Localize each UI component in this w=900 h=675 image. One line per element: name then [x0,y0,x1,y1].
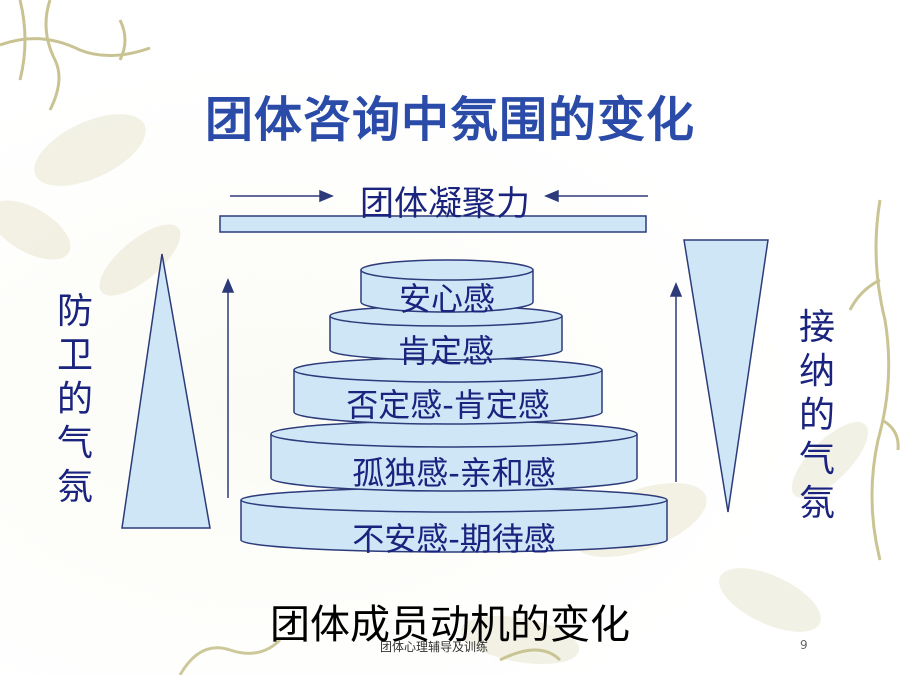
tier-label-security: 安心感 [398,280,495,318]
right-label-char: 接 [798,307,835,348]
tier-cylinder-4 [270,420,638,492]
right-up-arrow [669,282,683,482]
vine-decoration-right [848,199,900,561]
footer-text: 团体心理辅导及训练 [380,640,489,654]
left-label-char: 气 [56,423,93,464]
bottom-caption: 团体成员动机的变化 [270,602,630,648]
page-number: 9 [800,638,808,652]
vine-decoration-top-left [0,0,151,111]
left-label-char: 防 [56,291,93,332]
right-label-char: 氛 [798,483,835,524]
right-label-char: 气 [798,439,835,480]
tier-cylinder-5 [240,487,668,553]
cohesion-arrow-left [230,189,334,203]
vine-decoration-bottom [178,638,562,675]
tier-label-affirmation: 肯定感 [397,332,494,370]
left-label-char: 卫 [56,335,93,376]
right-label-char: 纳 [798,351,835,392]
tier-label-negation-affirmation: 否定感-肯定感 [346,386,550,424]
tier-label-loneliness-affinity: 孤独感-亲和感 [352,454,556,492]
left-label-char: 氛 [56,467,93,508]
acceptance-triangle [683,239,769,513]
tier-cylinder-3 [293,357,603,425]
left-side-label: 防 卫 的 气 氛 [50,290,100,510]
right-side-label: 接 纳 的 气 氛 [792,306,842,526]
tier-cylinder-1 [360,259,534,313]
left-up-arrow [221,278,235,498]
cohesion-arrow-right [544,189,648,203]
right-label-char: 的 [798,395,835,436]
cohesion-label: 团体凝聚力 [360,184,530,224]
tier-label-anxiety-expectation: 不安感-期待感 [352,520,556,558]
defensive-triangle [121,253,211,529]
left-label-char: 的 [56,379,93,420]
leaf-decoration [0,114,869,665]
tier-cylinder-2 [329,305,563,361]
slide-title: 团体咨询中氛围的变化 [204,92,695,148]
cohesion-bar [219,215,647,233]
